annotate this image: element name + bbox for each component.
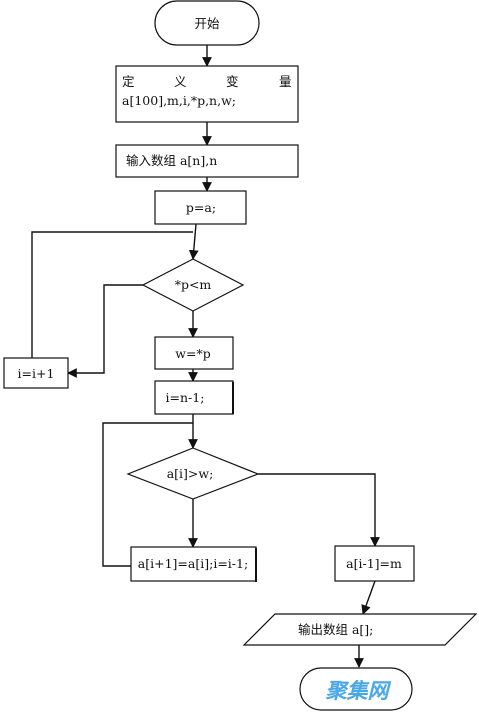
increment-i-node: i=i+1 xyxy=(3,357,69,389)
edge-conda-m xyxy=(258,473,380,547)
edge-loop-back-cond xyxy=(31,231,193,358)
cond-a-node: a[i]>w; xyxy=(126,447,260,500)
cond-p-node: *p<m xyxy=(141,258,245,312)
assign-p-node: p=a; xyxy=(154,190,247,225)
assign-w-label: w=*p xyxy=(175,346,210,361)
output-node: 输出数组 a[]; xyxy=(242,613,478,646)
output-label: 输出数组 a[]; xyxy=(298,622,373,637)
shift-node: a[i+1]=a[i];i=i-1; xyxy=(130,546,257,582)
declare-word-1: 定 xyxy=(122,74,135,89)
declare-node: 定 义 变 量 a[100],m,i,*p,n,w; xyxy=(115,65,299,123)
declare-vars: a[100],m,i,*p,n,w; xyxy=(122,93,236,108)
assign-i-node: i=n-1; xyxy=(154,380,234,415)
increment-i-label: i=i+1 xyxy=(18,366,55,381)
cond-p-label: *p<m xyxy=(175,277,212,292)
cond-a-label: a[i]>w; xyxy=(167,466,214,481)
input-node: 输入数组 a[n],n xyxy=(115,144,299,178)
start-node: 开始 xyxy=(154,0,260,46)
shift-label: a[i+1]=a[i];i=i-1; xyxy=(138,556,248,571)
edge-shift-loop xyxy=(102,422,193,567)
input-label: 输入数组 a[n],n xyxy=(126,153,217,168)
edges xyxy=(31,45,380,668)
watermark-logo: 聚集网 xyxy=(325,679,392,703)
start-label: 开始 xyxy=(194,16,220,31)
assign-m-node: a[i-1]=m xyxy=(334,545,415,582)
declare-word-2: 义 xyxy=(174,74,187,89)
assign-m-label: a[i-1]=m xyxy=(346,556,402,571)
edge-m-output xyxy=(361,580,376,615)
assign-i-label: i=n-1; xyxy=(166,390,205,405)
assign-p-label: p=a; xyxy=(186,200,216,215)
declare-word-3: 变 xyxy=(226,74,239,89)
declare-word-4: 量 xyxy=(279,74,292,89)
edge-cond-increment xyxy=(67,284,143,378)
assign-w-node: w=*p xyxy=(154,336,234,370)
edge-p-cond xyxy=(188,223,199,260)
end-node: 聚集网 xyxy=(299,667,413,711)
